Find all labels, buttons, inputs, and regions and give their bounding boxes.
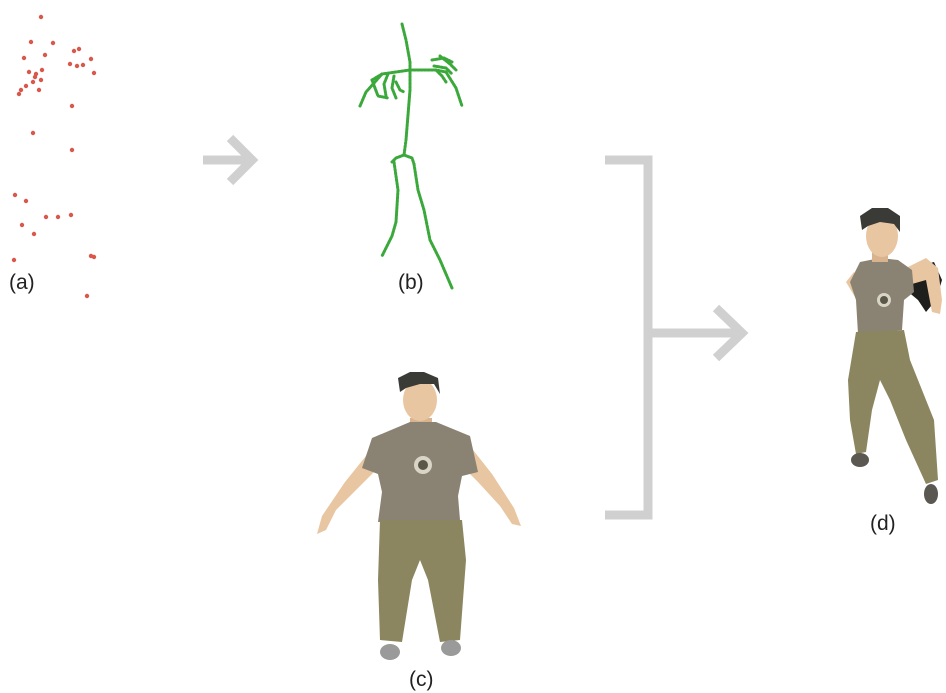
marker-point [24,199,28,203]
marker-point [81,63,85,67]
marker-point [92,71,96,75]
skeleton [360,24,462,288]
marker-point [31,80,35,84]
marker-point [31,131,35,135]
character-posed [846,208,942,504]
marker-point [20,223,24,227]
marker-point [43,53,47,57]
marker-point [89,57,93,61]
marker-point [70,148,74,152]
marker-point [32,232,36,236]
combine-bracket-arrow [605,160,742,515]
marker-point-cloud [12,15,96,298]
panel-d-label: (d) [870,513,896,534]
marker-point [69,213,73,217]
marker-point [19,88,23,92]
marker-point [85,294,89,298]
marker-point [29,40,33,44]
marker-point [39,78,43,82]
marker-point [44,215,48,219]
marker-point [40,68,44,72]
arrow-a-to-b [203,138,252,182]
marker-point [92,255,96,259]
marker-point [13,193,17,197]
character-t-pose [317,372,521,660]
marker-point [12,258,16,262]
marker-point [33,75,37,79]
panel-a-label: (a) [9,272,35,293]
marker-point [68,62,72,66]
marker-point [75,64,79,68]
marker-point [72,49,76,53]
marker-point [17,92,21,96]
marker-point [22,56,26,60]
marker-point [39,15,43,19]
marker-point [51,41,55,45]
panel-b-label: (b) [398,272,424,293]
panel-c-label: (c) [409,669,434,690]
marker-point [37,88,41,92]
marker-point [24,84,28,88]
marker-point [56,215,60,219]
marker-point [70,104,74,108]
marker-point [27,70,31,74]
marker-point [77,47,81,51]
